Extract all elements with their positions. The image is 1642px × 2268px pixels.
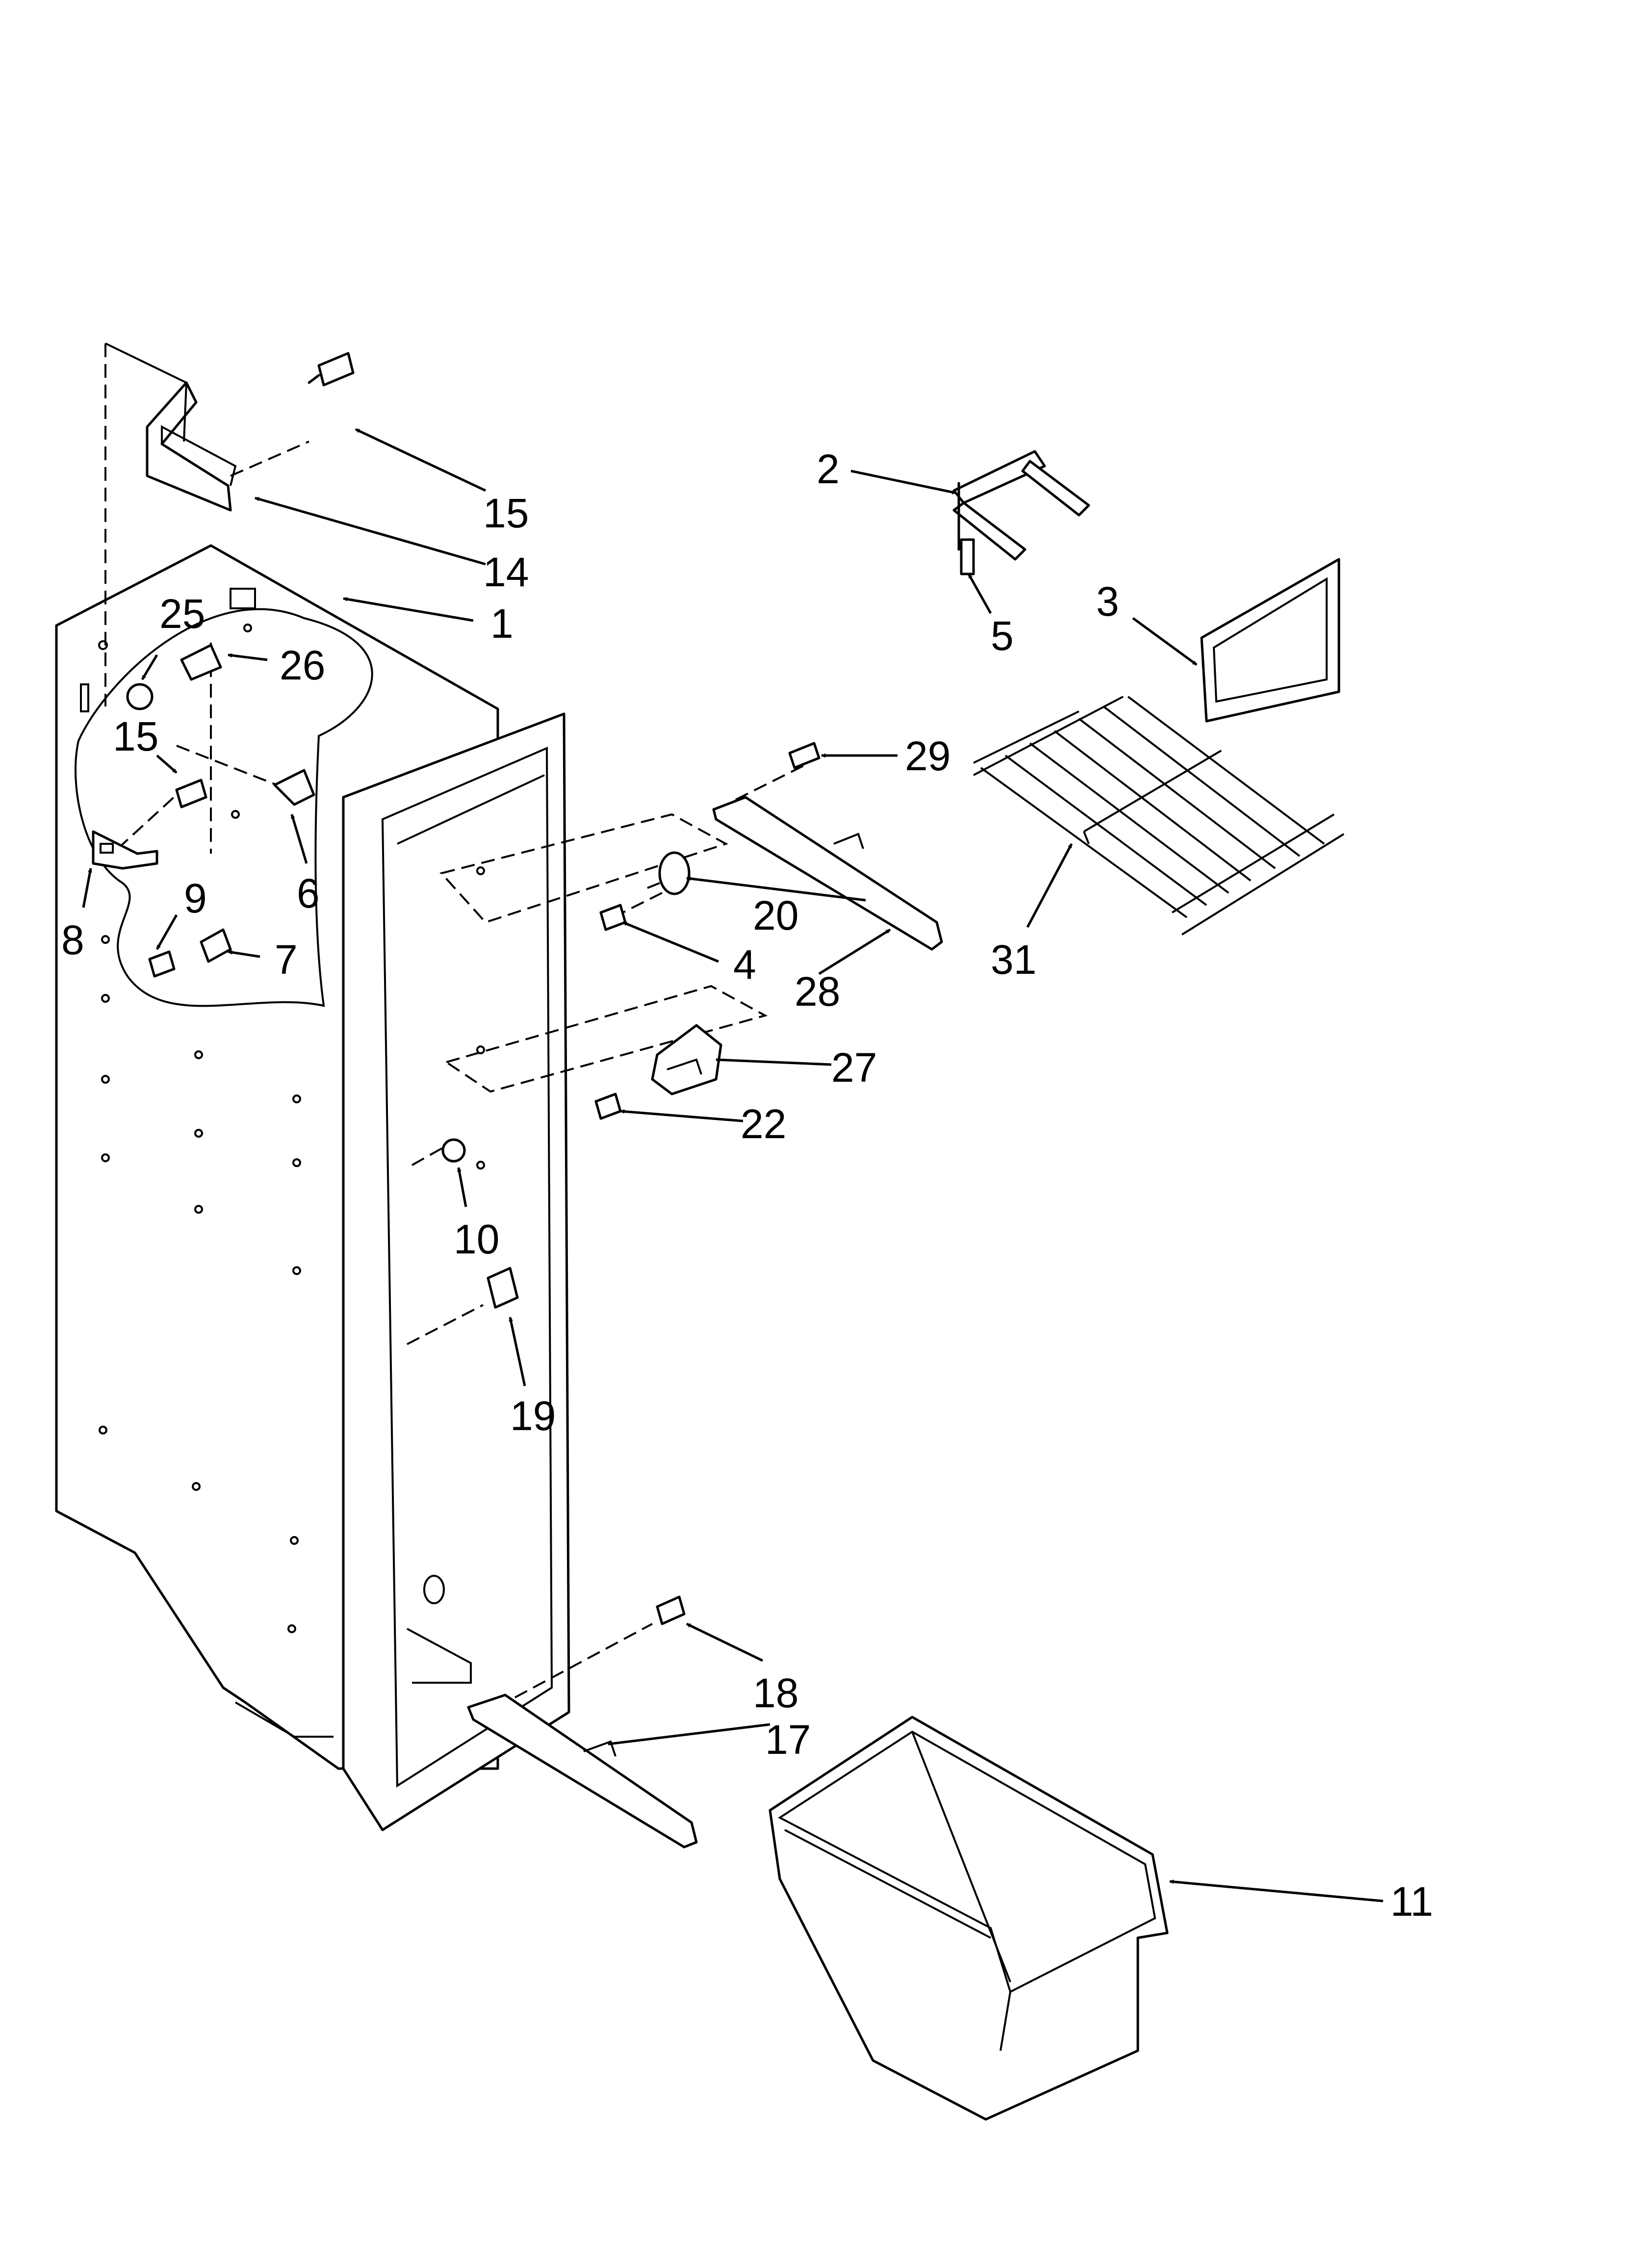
part-8-plate (92, 830, 158, 870)
part-31-wire-shelf (973, 696, 1345, 936)
callout-26: 26 (280, 642, 325, 688)
assembly-guides (104, 343, 805, 1698)
part-7-clip (200, 928, 232, 963)
liner-holes (98, 624, 485, 1633)
part-26-socket (180, 644, 222, 681)
part-25-bulb (126, 683, 154, 710)
part-28-rail (712, 796, 943, 951)
part-4-screw (599, 904, 627, 931)
callout-4: 4 (733, 941, 756, 988)
part-27-bracket (651, 1024, 722, 1095)
callout-15-top: 15 (483, 490, 529, 536)
callout-10: 10 (454, 1216, 499, 1262)
leader-lines (82, 428, 1384, 1903)
callout-17: 17 (765, 1717, 811, 1763)
part-15-screw-top (308, 352, 355, 387)
callout-27: 27 (831, 1044, 877, 1091)
callout-2: 2 (817, 446, 840, 492)
part-2-hanger (952, 450, 1090, 561)
callout-15-mid: 15 (113, 713, 158, 759)
callout-labels: 15 14 1 25 26 15 6 8 9 7 10 19 18 17 11 … (61, 446, 1433, 1925)
callout-9: 9 (184, 875, 207, 921)
part-19-switch (487, 1267, 519, 1309)
part-10-plug (441, 1138, 466, 1163)
part-22-screw (594, 1093, 622, 1120)
callout-29: 29 (905, 733, 950, 779)
callout-1: 1 (490, 600, 513, 647)
callout-5: 5 (991, 613, 1014, 659)
part-14-bracket (105, 342, 237, 512)
callout-7: 7 (275, 937, 298, 983)
part-17-rail (467, 1694, 698, 1849)
part-9-screw (148, 950, 176, 978)
callout-3: 3 (1096, 578, 1119, 625)
part-29-screw (788, 742, 821, 769)
callout-20: 20 (753, 892, 798, 938)
part-18-screw (656, 1595, 686, 1625)
callout-22: 22 (741, 1101, 786, 1147)
part-20-roller (647, 851, 691, 895)
callout-18: 18 (753, 1670, 798, 1716)
freezer-liner (55, 544, 570, 1831)
callout-19: 19 (510, 1393, 556, 1439)
part-15-screw-mid (175, 779, 207, 808)
callout-31: 31 (991, 937, 1036, 983)
cutout-tab (230, 588, 256, 609)
callout-25: 25 (159, 591, 205, 637)
part-3-trim (1200, 558, 1340, 723)
callout-14: 14 (483, 549, 529, 595)
part-11-bin (769, 1716, 1169, 2121)
callout-28: 28 (795, 968, 840, 1015)
part-5-screw (960, 538, 975, 575)
part-6-clip (273, 769, 315, 806)
callout-8: 8 (61, 917, 84, 963)
callout-11: 11 (1390, 1878, 1433, 1925)
callout-6: 6 (297, 870, 320, 916)
